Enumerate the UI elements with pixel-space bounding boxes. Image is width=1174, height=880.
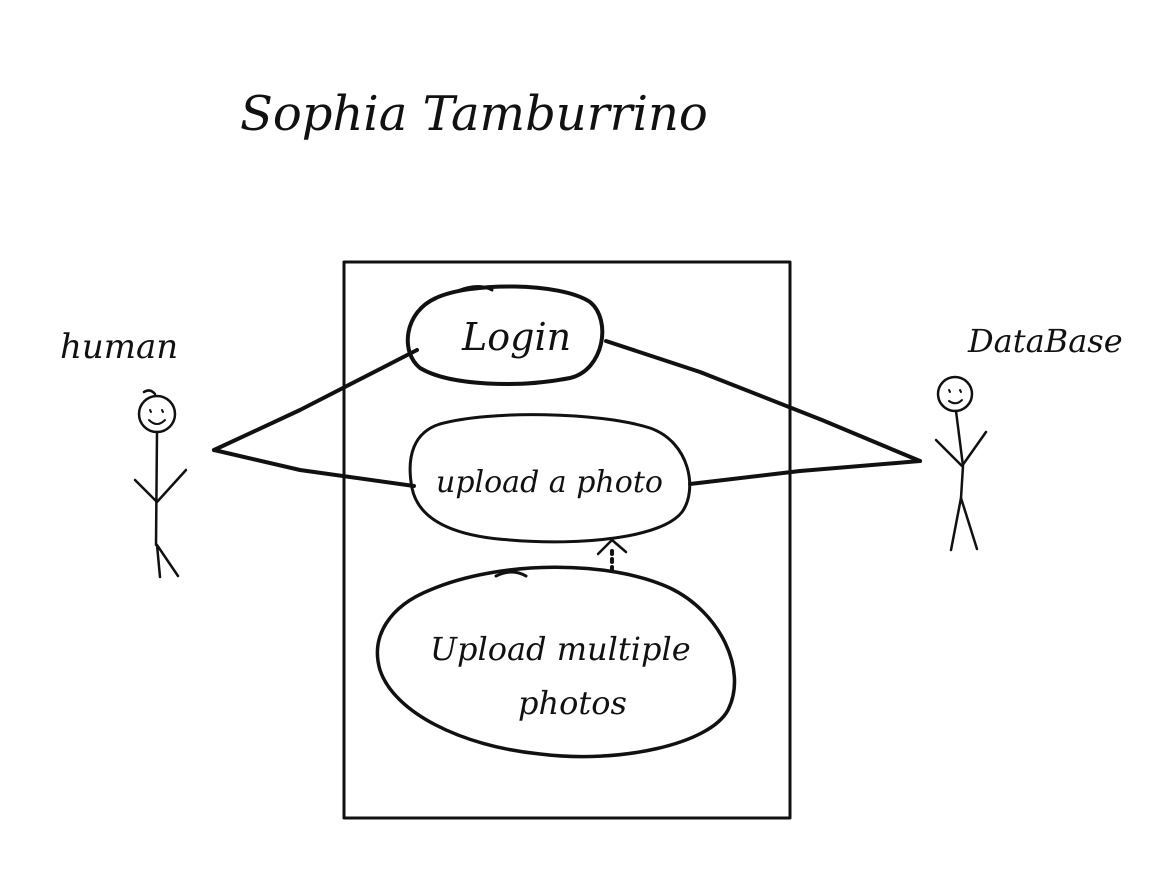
- use-case-upload-multiple-label-line1: Upload multiple: [430, 630, 691, 668]
- system-boundary: [342, 260, 792, 820]
- author-name: Sophia Tamburrino: [240, 86, 708, 142]
- use-case-upload-multiple: Upload multiple photos: [375, 565, 737, 759]
- use-case-upload-multiple-ellipse: [375, 565, 737, 759]
- use-case-upload-photo-label: upload a photo: [436, 465, 663, 500]
- associations: [212, 339, 922, 488]
- actor-database: [934, 375, 988, 552]
- assoc-database-login: [604, 339, 922, 463]
- use-case-upload-photo-ellipse: [408, 413, 692, 544]
- assoc-human-login: [212, 348, 419, 452]
- assoc-database-upload: [688, 459, 922, 486]
- use-case-login: Login: [405, 284, 605, 386]
- actor-database-head: [936, 375, 974, 413]
- use-case-login-label: Login: [461, 315, 571, 359]
- actor-human: [133, 389, 188, 579]
- actor-human-label: human: [60, 327, 178, 367]
- extend-arrow: [596, 538, 628, 572]
- actor-database-label: DataBase: [967, 322, 1123, 360]
- use-case-upload-multiple-label-line2: photos: [518, 684, 627, 722]
- use-case-upload-photo: upload a photo: [408, 413, 692, 544]
- assoc-human-upload: [212, 448, 416, 488]
- use-case-login-ellipse: [405, 284, 605, 386]
- actor-human-head: [137, 394, 177, 434]
